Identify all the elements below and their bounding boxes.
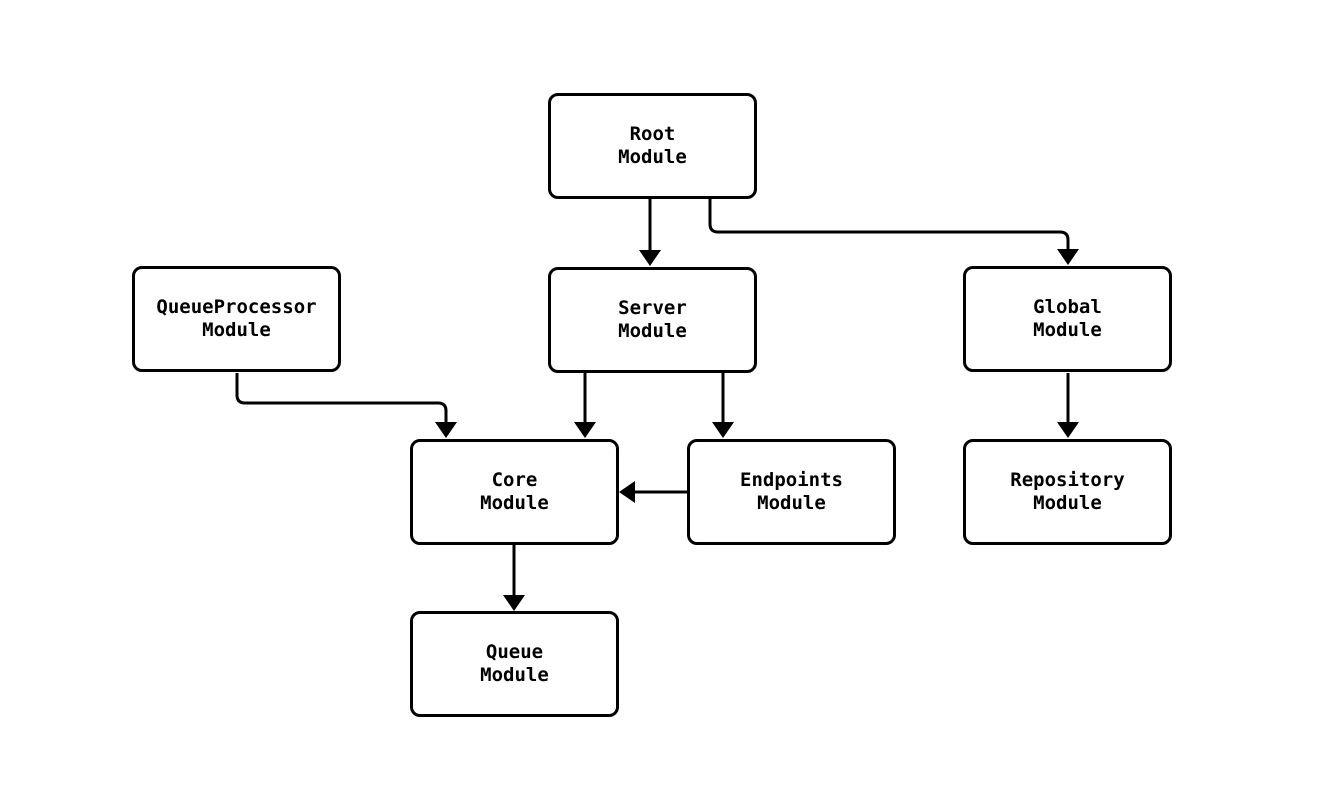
- node-label-line: Module: [1033, 492, 1102, 514]
- node-label-line: Endpoints: [740, 469, 843, 491]
- node-label-line: Module: [480, 492, 549, 514]
- node-endpoints-module: Endpoints Module: [687, 439, 896, 545]
- node-label-line: Module: [618, 320, 687, 342]
- node-label-line: Module: [757, 492, 826, 514]
- node-label-line: QueueProcessor: [156, 296, 317, 318]
- edge-endpoints-to-core: [619, 481, 687, 503]
- node-queue-module: Queue Module: [410, 611, 619, 717]
- node-label-line: Module: [618, 146, 687, 168]
- node-repository-module: Repository Module: [963, 439, 1172, 545]
- edge-root-to-server: [639, 199, 661, 266]
- node-label-line: Module: [202, 319, 271, 341]
- node-label-line: Repository: [1010, 469, 1125, 491]
- node-label-line: Server: [618, 297, 687, 319]
- edge-root-to-global: [708, 199, 1079, 265]
- node-core-module: Core Module: [410, 439, 619, 545]
- node-label-line: Queue: [485, 641, 544, 663]
- edge-server-to-core: [574, 373, 596, 438]
- node-label-line: Module: [480, 664, 549, 686]
- node-label-line: Global: [1033, 296, 1102, 318]
- node-queueprocessor-module: QueueProcessor Module: [132, 266, 341, 372]
- node-label-line: Root: [629, 123, 676, 145]
- edge-server-to-endpoints: [712, 373, 734, 438]
- edge-queueprocessor-to-core: [235, 373, 457, 438]
- node-server-module: Server Module: [548, 267, 757, 373]
- node-root-module: Root Module: [548, 93, 757, 199]
- edge-global-to-repository: [1057, 373, 1079, 438]
- node-label-line: Core: [491, 469, 538, 491]
- edge-core-to-queue: [503, 545, 525, 611]
- node-label-line: Module: [1033, 319, 1102, 341]
- node-global-module: Global Module: [963, 266, 1172, 372]
